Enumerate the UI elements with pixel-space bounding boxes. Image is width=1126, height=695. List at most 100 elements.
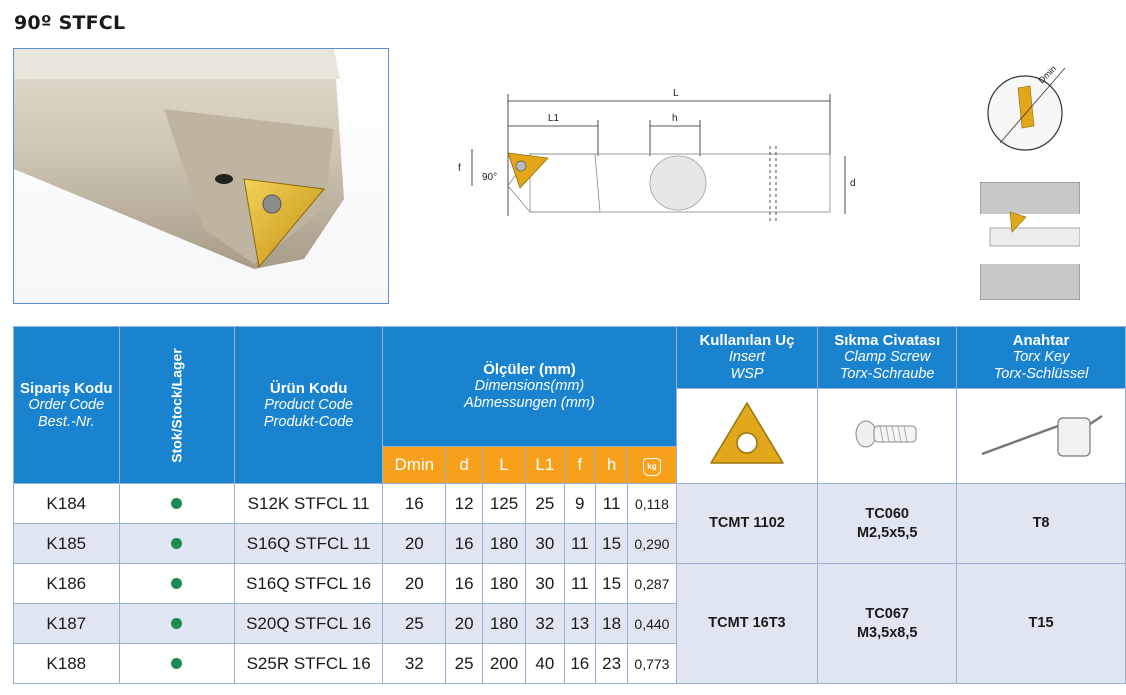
insert-icon [710, 401, 784, 464]
order-code: K187 [13, 603, 120, 644]
stock-dot-icon [171, 617, 183, 629]
product-code: S20Q STFCL 16 [233, 603, 384, 644]
dmin-value: 16 [382, 483, 447, 524]
L-value: 200 [481, 643, 527, 684]
stock-indicator [118, 563, 235, 604]
product-code: S16Q STFCL 11 [233, 523, 384, 564]
L-value: 180 [481, 603, 527, 644]
insert-image-cell [675, 388, 819, 484]
f-value: 9 [563, 483, 596, 524]
dmin-value: 20 [382, 523, 447, 564]
L-value: 180 [481, 523, 527, 564]
stock-indicator [118, 643, 235, 684]
col-L: L [481, 446, 527, 484]
h-value: 18 [594, 603, 629, 644]
header-order-code: Sipariş Kodu Order Code Best.-Nr. [13, 326, 120, 484]
order-code: K188 [13, 643, 120, 684]
product-photo [13, 48, 389, 304]
h-value: 15 [594, 523, 629, 564]
insert-code: TCMT 1102 [675, 483, 819, 564]
label-d: d [850, 178, 856, 189]
dmin-value: 20 [382, 563, 447, 604]
dmin-value: 25 [382, 603, 447, 644]
product-code: S12K STFCL 11 [233, 483, 384, 524]
order-code: K185 [13, 523, 120, 564]
stock-dot-icon [171, 657, 183, 669]
key-image-cell [956, 388, 1126, 484]
L1-value: 30 [525, 523, 565, 564]
h-value: 15 [594, 563, 629, 604]
weight-value: 0,118 [627, 483, 677, 524]
label-h: h [672, 113, 678, 124]
weight-value: 0,773 [627, 643, 677, 684]
header-insert: Kullanılan Uç Insert WSP [675, 326, 819, 389]
col-d: d [445, 446, 483, 484]
header-product-code: Ürün Kodu Product Code Produkt-Code [233, 326, 384, 484]
product-code: S16Q STFCL 16 [233, 563, 384, 604]
stock-dot-icon [171, 497, 183, 509]
L1-value: 40 [525, 643, 565, 684]
L-value: 125 [481, 483, 527, 524]
label-f: f [458, 163, 461, 174]
f-value: 11 [563, 563, 596, 604]
h-value: 11 [594, 483, 629, 524]
product-code: S25R STFCL 16 [233, 643, 384, 684]
weight-icon: kg [642, 458, 661, 476]
insert-code: TCMT 16T3 [675, 563, 819, 684]
product-table: Sipariş Kodu Order Code Best.-Nr. Stok/S… [13, 326, 1126, 684]
stock-indicator [118, 603, 235, 644]
col-L1: L1 [525, 446, 565, 484]
key-code: T8 [956, 483, 1126, 564]
key-code: T15 [956, 563, 1126, 684]
L-value: 180 [481, 563, 527, 604]
h-value: 23 [594, 643, 629, 684]
order-code: K186 [13, 563, 120, 604]
f-value: 16 [563, 643, 596, 684]
table-row: K187 S20Q STFCL 16 25 20 180 32 13 18 0,… [13, 603, 1126, 644]
stock-dot-icon [171, 577, 183, 589]
stock-indicator [118, 523, 235, 564]
f-value: 11 [563, 523, 596, 564]
f-value: 13 [563, 603, 596, 644]
header-torx-key: Anahtar Torx Key Torx-Schlüssel [956, 326, 1126, 389]
L1-value: 32 [525, 603, 565, 644]
table-row: K186 S16Q STFCL 16 20 16 180 30 11 15 0,… [13, 563, 1126, 684]
order-code: K184 [13, 483, 120, 524]
screw-icon [855, 420, 917, 447]
header-stock: Stok/Stock/Lager [118, 326, 235, 484]
d-value: 16 [445, 523, 483, 564]
label-angle: 90° [482, 172, 497, 183]
dimension-drawing: L L1 h f d 90° [458, 88, 856, 224]
page-title: 90º STFCL [14, 12, 126, 34]
L1-value: 30 [525, 563, 565, 604]
weight-value: 0,287 [627, 563, 677, 604]
table-row: K188 S25R STFCL 16 32 25 200 40 16 23 0,… [13, 643, 1126, 684]
torx-key-icon [981, 414, 1103, 457]
label-L: L [673, 88, 679, 99]
d-value: 16 [445, 563, 483, 604]
stock-dot-icon [171, 537, 183, 549]
weight-value: 0,290 [627, 523, 677, 564]
label-L1: L1 [548, 113, 560, 124]
d-value: 20 [445, 603, 483, 644]
col-weight: kg [627, 446, 677, 484]
table-row: K185 S16Q STFCL 11 20 16 180 30 11 15 0,… [13, 523, 1126, 564]
col-h: h [594, 446, 629, 484]
d-value: 25 [445, 643, 483, 684]
L1-value: 25 [525, 483, 565, 524]
stock-indicator [118, 483, 235, 524]
label-dmin: Dmin [1036, 63, 1058, 85]
table-row: K184 S12K STFCL 11 16 12 125 25 9 11 0,1… [13, 483, 1126, 564]
col-dmin: Dmin [382, 446, 447, 484]
boring-bar-image [14, 49, 344, 269]
d-value: 12 [445, 483, 483, 524]
header-clamp-screw: Sıkma Civatası Clamp Screw Torx-Schraube [817, 326, 958, 389]
dmin-detail: Dmin [987, 63, 1066, 151]
bore-section-detail [980, 182, 1080, 300]
header-dimensions: Ölçüler (mm) Dimensions(mm) Abmessungen … [382, 326, 677, 447]
weight-value: 0,440 [627, 603, 677, 644]
dmin-value: 32 [382, 643, 447, 684]
col-f: f [563, 446, 596, 484]
